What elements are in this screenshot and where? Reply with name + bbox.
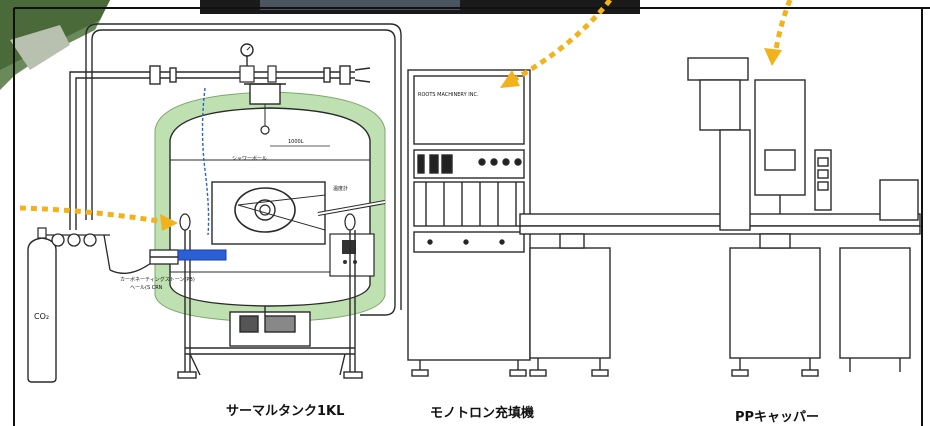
filler-nameplate: ROOTS MACHINERY INC.: [418, 92, 479, 98]
figure-frame: [13, 7, 930, 426]
pp-capper-label: PPキャッパー: [735, 410, 820, 425]
carbonation-stone: [150, 249, 227, 261]
top-piping: [69, 23, 402, 316]
photo-fragment-left: [0, 0, 110, 90]
volume-mark-label: 1000L: [288, 139, 304, 145]
carbonation-sub-label: ヘール(S CRN: [130, 285, 163, 291]
thermometer-label: 温度計: [333, 186, 349, 192]
cylinder-icon: [27, 227, 57, 383]
shower-ball-label: シャワーボール: [232, 156, 268, 162]
thermal-tank-label: サーマルタンク1KL: [226, 404, 345, 419]
pp-capper: [687, 57, 919, 377]
co2-label: CO₂: [34, 312, 50, 321]
monotron-filler: [407, 69, 531, 377]
monotron-filler-label: モノトロン充填機: [430, 406, 535, 421]
arrow-heads: [160, 48, 782, 231]
gauge-icon: [239, 43, 277, 83]
arrow-icon: [19, 0, 793, 225]
valve-icon: [46, 233, 179, 274]
carbonation-stone-label: カーボネーティングストーン(PB): [120, 277, 195, 283]
